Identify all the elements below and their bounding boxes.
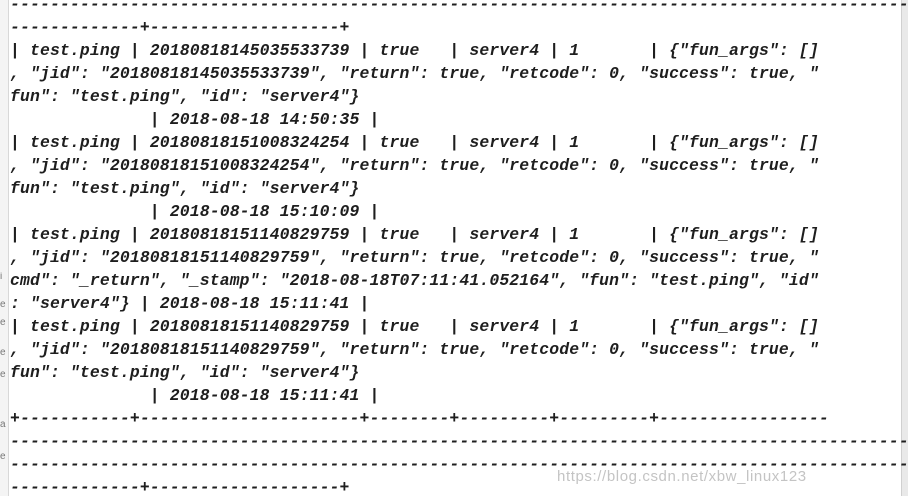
output-line: | 2018-08-18 15:10:09 | <box>10 202 380 221</box>
output-line: , "jid": "20180818151140829759", "return… <box>10 340 819 359</box>
output-line: , "jid": "20180818151008324254", "return… <box>10 156 819 175</box>
output-line: | test.ping | 20180818151140829759 | tru… <box>10 317 819 336</box>
output-line: , "jid": "20180818145035533739", "return… <box>10 64 819 83</box>
edge-text: e <box>0 318 6 328</box>
terminal-output: ----------------------------------------… <box>10 0 908 496</box>
output-line: -------------+-------------------+ <box>10 18 350 37</box>
output-line: | test.ping | 20180818151008324254 | tru… <box>10 133 819 152</box>
output-line: fun": "test.ping", "id": "server4"} <box>10 179 360 198</box>
output-line: cmd": "_return", "_stamp": "2018-08-18T0… <box>10 271 819 290</box>
output-line: ----------------------------------------… <box>10 0 908 14</box>
output-line: | 2018-08-18 14:50:35 | <box>10 110 380 129</box>
output-line: -------------+-------------------+ <box>10 478 350 496</box>
edge-text: e <box>0 348 6 358</box>
output-line: , "jid": "20180818151140829759", "return… <box>10 248 819 267</box>
edge-text: e <box>0 452 6 462</box>
output-line: fun": "test.ping", "id": "server4"} <box>10 363 360 382</box>
output-line: ----------------------------------------… <box>10 455 908 474</box>
output-line: +-----------+----------------------+----… <box>10 409 829 428</box>
output-line: | test.ping | 20180818145035533739 | tru… <box>10 41 819 60</box>
edge-text: a <box>0 420 6 430</box>
output-line: | 2018-08-18 15:11:41 | <box>10 386 380 405</box>
watermark-text: https://blog.csdn.net/xbw_linux123 <box>557 468 807 485</box>
output-line: ----------------------------------------… <box>10 432 908 451</box>
background-window-edge: i e e e e a e <box>0 0 9 496</box>
edge-text: i <box>0 272 3 282</box>
output-line: | test.ping | 20180818151140829759 | tru… <box>10 225 819 244</box>
scrollbar-edge[interactable] <box>901 0 908 496</box>
output-line: : "server4"} | 2018-08-18 15:11:41 | <box>10 294 370 313</box>
edge-text: e <box>0 370 6 380</box>
edge-text: e <box>0 300 6 310</box>
output-line: fun": "test.ping", "id": "server4"} <box>10 87 360 106</box>
